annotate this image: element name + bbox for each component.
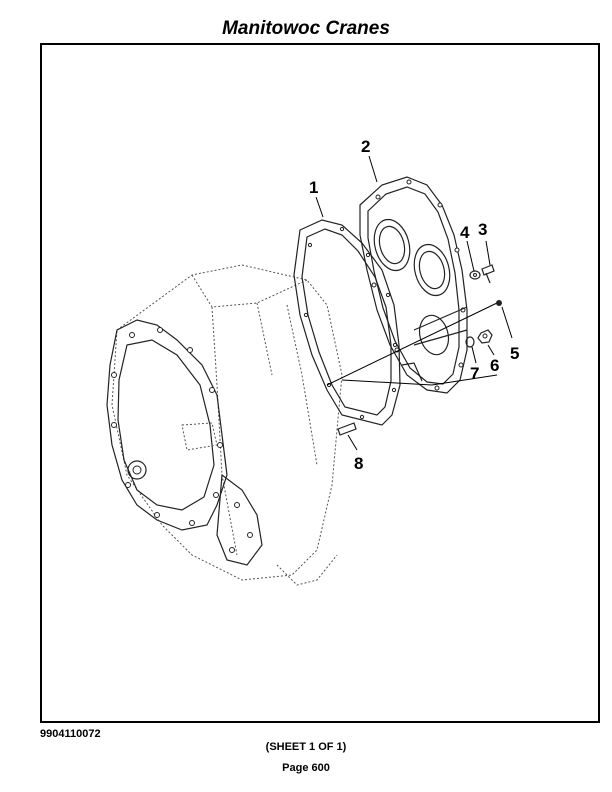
callout-6: 6	[490, 356, 499, 375]
nut-part-6	[477, 329, 493, 344]
transmission-housing	[106, 264, 343, 586]
page-title: Manitowoc Cranes	[222, 18, 390, 39]
washer-part-7	[465, 336, 475, 348]
callout-4: 4	[460, 223, 470, 242]
diagram-frame: 1 2 3 4 5 6 7 8	[40, 43, 600, 723]
exploded-view-diagram: 1 2 3 4 5 6 7 8	[106, 137, 519, 586]
callout-8: 8	[354, 454, 363, 473]
callout-5: 5	[510, 344, 519, 363]
sheet-indicator: (SHEET 1 OF 1)	[265, 741, 347, 753]
drawing-part-number: 9904110072	[40, 728, 101, 740]
callout-3: 3	[478, 220, 487, 239]
dowel-part-8	[337, 422, 357, 436]
callout-2: 2	[361, 137, 370, 156]
plug-part-5	[496, 300, 502, 306]
gasket-part-1	[293, 219, 401, 426]
cover-part-2	[359, 176, 468, 394]
callout-7: 7	[470, 364, 479, 383]
leader-lines	[315, 155, 513, 451]
callout-1: 1	[309, 178, 318, 197]
page-number: Page 600	[282, 762, 330, 774]
washer-part-4	[469, 270, 481, 280]
bolt-part-3	[481, 264, 495, 284]
